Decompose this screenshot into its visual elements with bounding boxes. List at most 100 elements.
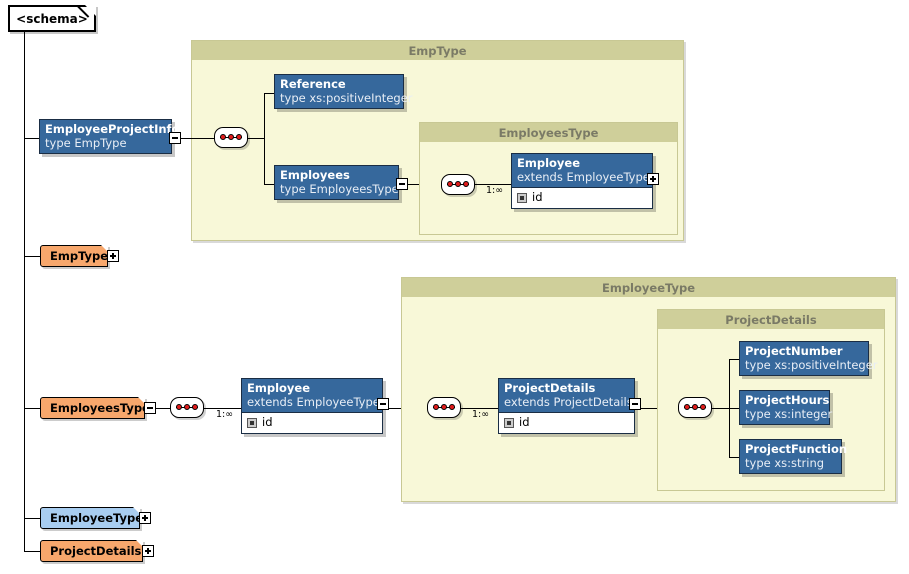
sequence-dot (220, 134, 226, 140)
complextype-employeetype[interactable]: EmployeeType (40, 507, 143, 529)
sequence-icon-projectdetails-nested[interactable] (678, 397, 712, 418)
sequence-icon-employeestype-nested[interactable] (441, 174, 475, 195)
element-employees-name: Employees (280, 168, 350, 182)
element-employeeprojectinfo-type: type EmpType (45, 136, 127, 150)
expand-toggle-emptype[interactable] (107, 250, 119, 262)
element-projecthours-name: ProjectHours (745, 393, 830, 407)
sequence-dot (176, 404, 182, 410)
tree-stub-emptype (24, 256, 40, 257)
occurs-label-projectdetails: 1:∞ (472, 409, 490, 420)
occurs-label-employee-row: 1:∞ (216, 409, 234, 420)
attribute-icon (504, 417, 514, 428)
element-employee-nested-name: Employee (517, 156, 581, 170)
element-employee-main[interactable]: Employee extends EmployeeType id (241, 378, 383, 434)
attribute-name: id (262, 415, 273, 429)
sequence-dot (184, 404, 190, 410)
element-employee-nested[interactable]: Employee extends EmployeeType id (511, 153, 653, 209)
element-projectdetails[interactable]: ProjectDetails extends ProjectDetails id (498, 378, 635, 434)
sequence-icon-employeetype[interactable] (427, 397, 461, 418)
collapse-toggle-employees[interactable] (396, 178, 408, 190)
sequence-dot (192, 404, 198, 410)
connector-epi-to-sequence (177, 138, 217, 139)
sequence-dot (700, 404, 706, 410)
element-projectnumber[interactable]: ProjectNumber type xs:positiveInteger (739, 341, 878, 376)
tree-stub-employeetype (24, 518, 40, 519)
element-employeeprojectinfo[interactable]: EmployeeProjectInfo type EmpType (39, 119, 180, 154)
complextype-emptype[interactable]: EmpType (40, 245, 108, 267)
group-projectdetails-nested-title: ProjectDetails (658, 310, 884, 329)
element-employee-nested-type: extends EmployeeType (517, 170, 650, 184)
branch-to-employees (264, 184, 275, 185)
element-projectfunction-type: type xs:string (745, 456, 825, 470)
complextype-employeestype[interactable]: EmployeesType (40, 397, 150, 419)
sequence-dot (463, 181, 469, 187)
attribute-row-id-projectdetails[interactable]: id (499, 412, 634, 433)
sequence-dot (447, 181, 453, 187)
element-projecthours[interactable]: ProjectHours type xs:integer (739, 390, 832, 425)
sequence-dot (455, 181, 461, 187)
element-reference-name: Reference (280, 77, 346, 91)
branch-to-projecthours (729, 408, 740, 409)
element-projectfunction[interactable]: ProjectFunction type xs:string (739, 439, 848, 474)
attribute-row-id-nested[interactable]: id (512, 187, 652, 208)
schema-root-label: <schema> (16, 11, 88, 26)
element-employee-main-name: Employee (247, 381, 311, 395)
sequence-dot (692, 404, 698, 410)
collapse-toggle-employeeprojectinfo[interactable] (169, 132, 181, 144)
connector-pd-sequence-out (712, 408, 729, 409)
attribute-icon (247, 417, 257, 428)
sequence-dot (684, 404, 690, 410)
sequence-dot (433, 404, 439, 410)
tree-stub-employeeprojectinfo (24, 138, 40, 139)
sequence-dot (441, 404, 447, 410)
element-employee-main-type: extends EmployeeType (247, 395, 380, 409)
corner-clip (133, 507, 140, 514)
branch-to-projectnumber (729, 359, 740, 360)
tree-stub-projectdetails (24, 551, 40, 552)
collapse-toggle-employee-main[interactable] (377, 398, 389, 410)
collapse-toggle-projectdetails[interactable] (629, 398, 641, 410)
element-projectfunction-name: ProjectFunction (745, 442, 848, 456)
branch-vertical-emptype (264, 93, 265, 184)
attribute-row-id-employee-main[interactable]: id (242, 412, 382, 433)
attribute-icon (517, 192, 527, 203)
tree-spine (24, 32, 25, 551)
element-employees[interactable]: Employees type EmployeesType (274, 165, 399, 200)
complextype-projectdetails-label: ProjectDetails (50, 544, 142, 558)
complextype-employeestype-label: EmployeesType (50, 401, 150, 415)
connector-nested-sequence-to-employee (475, 184, 511, 185)
sequence-icon-employeestype[interactable] (170, 397, 204, 418)
connector-sequence-to-employee-row (204, 408, 241, 409)
element-reference[interactable]: Reference type xs:positiveInteger (274, 74, 413, 109)
document-fold-icon (85, 5, 96, 16)
element-projectnumber-type: type xs:positiveInteger (745, 358, 878, 372)
group-employeestype-nested-title: EmployeesType (420, 123, 677, 142)
element-projectdetails-type: extends ProjectDetails (504, 395, 633, 409)
expand-toggle-employeetype[interactable] (139, 512, 151, 524)
connector-sequence-out (248, 138, 264, 139)
element-reference-type: type xs:positiveInteger (280, 91, 413, 105)
corner-clip (138, 397, 145, 404)
expand-toggle-projectdetails-type[interactable] (142, 545, 154, 557)
element-employeeprojectinfo-name: EmployeeProjectInfo (45, 122, 180, 136)
element-projectdetails-name: ProjectDetails (504, 381, 596, 395)
sequence-icon-emptype[interactable] (214, 127, 248, 148)
occurs-label-employee-nested: 1:∞ (486, 185, 504, 196)
collapse-toggle-employeestype[interactable] (144, 402, 156, 414)
sequence-dot (449, 404, 455, 410)
branch-to-projectfunction (729, 457, 740, 458)
corner-clip (101, 245, 108, 252)
expand-toggle-employee-nested[interactable] (647, 173, 659, 185)
connector-employeetype-sequence-to-projectdetails (461, 408, 498, 409)
complextype-emptype-label: EmpType (50, 249, 109, 263)
connector-employeestype-to-sequence (156, 408, 172, 409)
sequence-dot (236, 134, 242, 140)
group-employeetype-title: EmployeeType (402, 278, 895, 297)
corner-clip (136, 540, 143, 547)
sequence-dot (228, 134, 234, 140)
complextype-projectdetails[interactable]: ProjectDetails (40, 540, 143, 562)
tree-stub-employeestype (24, 408, 40, 409)
schema-root-node[interactable]: <schema> (8, 5, 96, 32)
attribute-name: id (519, 415, 530, 429)
